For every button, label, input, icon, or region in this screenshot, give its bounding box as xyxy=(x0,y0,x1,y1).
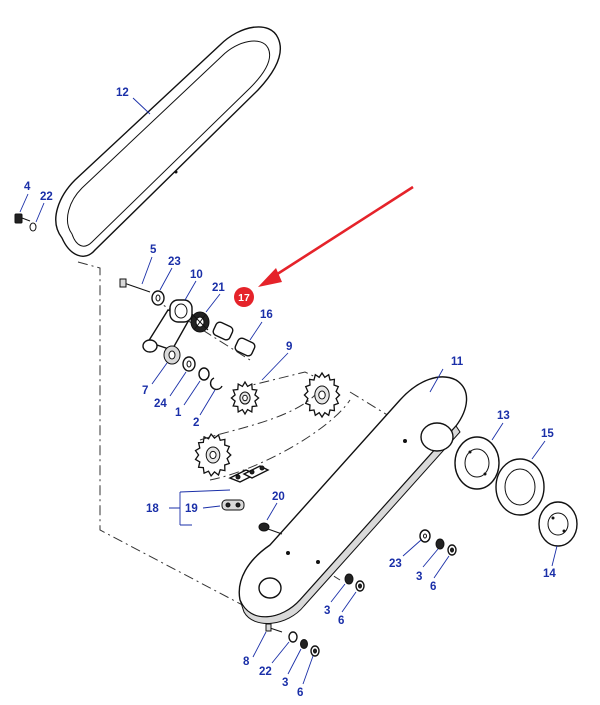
callout-23-top: 23 xyxy=(168,256,181,268)
callout-5: 5 xyxy=(150,244,157,256)
disc-15 xyxy=(495,458,545,516)
callout-labels: 12 4 22 5 23 10 21 16 9 7 24 1 2 11 13 1… xyxy=(24,87,556,699)
callout-23-right: 23 xyxy=(389,558,402,570)
bushing xyxy=(212,321,256,357)
callout-10: 10 xyxy=(190,269,203,281)
bolt-20 xyxy=(258,522,283,535)
nut-6-mid xyxy=(355,580,365,592)
roller-chain-path xyxy=(199,394,351,481)
chain-case-cover xyxy=(238,376,468,624)
callout-1: 1 xyxy=(175,407,182,419)
callout-12: 12 xyxy=(116,87,129,99)
callout-18: 18 xyxy=(146,503,159,515)
disc-13 xyxy=(454,436,500,490)
lock-washer-3-right xyxy=(435,538,445,550)
callout-4: 4 xyxy=(24,181,31,193)
washer-22-bottom xyxy=(288,631,298,643)
callout-9: 9 xyxy=(286,341,292,353)
lock-washer-3-mid xyxy=(344,573,354,585)
disc-14 xyxy=(538,501,578,547)
long-bolt xyxy=(119,278,151,293)
small-sprocket xyxy=(230,380,260,416)
highlight-arrow xyxy=(258,185,414,287)
callout-13: 13 xyxy=(497,410,510,422)
highlight-badge-17: 17 xyxy=(234,287,254,307)
callout-22-bottom: 22 xyxy=(259,666,272,678)
callout-14: 14 xyxy=(543,568,556,580)
chain-link-set xyxy=(228,465,270,483)
bolt-8 xyxy=(265,623,283,633)
callout-8: 8 xyxy=(243,656,250,668)
callout-15: 15 xyxy=(541,428,554,440)
callout-11: 11 xyxy=(451,356,464,368)
callout-3-bottom: 3 xyxy=(282,677,288,689)
callout-6-right: 6 xyxy=(430,581,436,593)
lower-sprocket xyxy=(194,432,232,478)
callout-3-right: 3 xyxy=(416,571,422,583)
lock-washer-3-bottom xyxy=(300,639,308,649)
bearing-7 xyxy=(163,345,181,365)
large-sprocket xyxy=(303,371,341,419)
leader-lines xyxy=(19,97,558,685)
callout-22-top: 22 xyxy=(40,191,53,203)
drive-belt xyxy=(55,26,281,257)
washer-upper xyxy=(151,290,165,306)
circlip-2 xyxy=(209,377,223,391)
callout-7: 7 xyxy=(142,385,148,397)
washer-left xyxy=(29,222,37,232)
tensioner-arm xyxy=(142,299,193,353)
nut-6-bottom xyxy=(310,645,320,657)
callout-3-mid: 3 xyxy=(324,605,330,617)
callout-19: 19 xyxy=(185,503,198,515)
highlight-badge-label: 17 xyxy=(238,292,250,304)
spacer-1 xyxy=(198,367,210,381)
callout-20: 20 xyxy=(272,491,285,503)
callout-21: 21 xyxy=(212,282,225,294)
connecting-link xyxy=(221,499,245,511)
callout-6-bottom: 6 xyxy=(297,687,303,699)
callout-2: 2 xyxy=(193,417,199,429)
tension-spring xyxy=(190,311,210,333)
highlight-badge-circle xyxy=(234,287,254,307)
bolt-left xyxy=(14,213,31,224)
callout-6-mid: 6 xyxy=(338,615,344,627)
callout-16: 16 xyxy=(260,309,273,321)
washer-23-right xyxy=(419,529,431,543)
washer-24 xyxy=(182,356,196,372)
nut-6-right xyxy=(447,544,457,556)
callout-24: 24 xyxy=(154,398,167,410)
